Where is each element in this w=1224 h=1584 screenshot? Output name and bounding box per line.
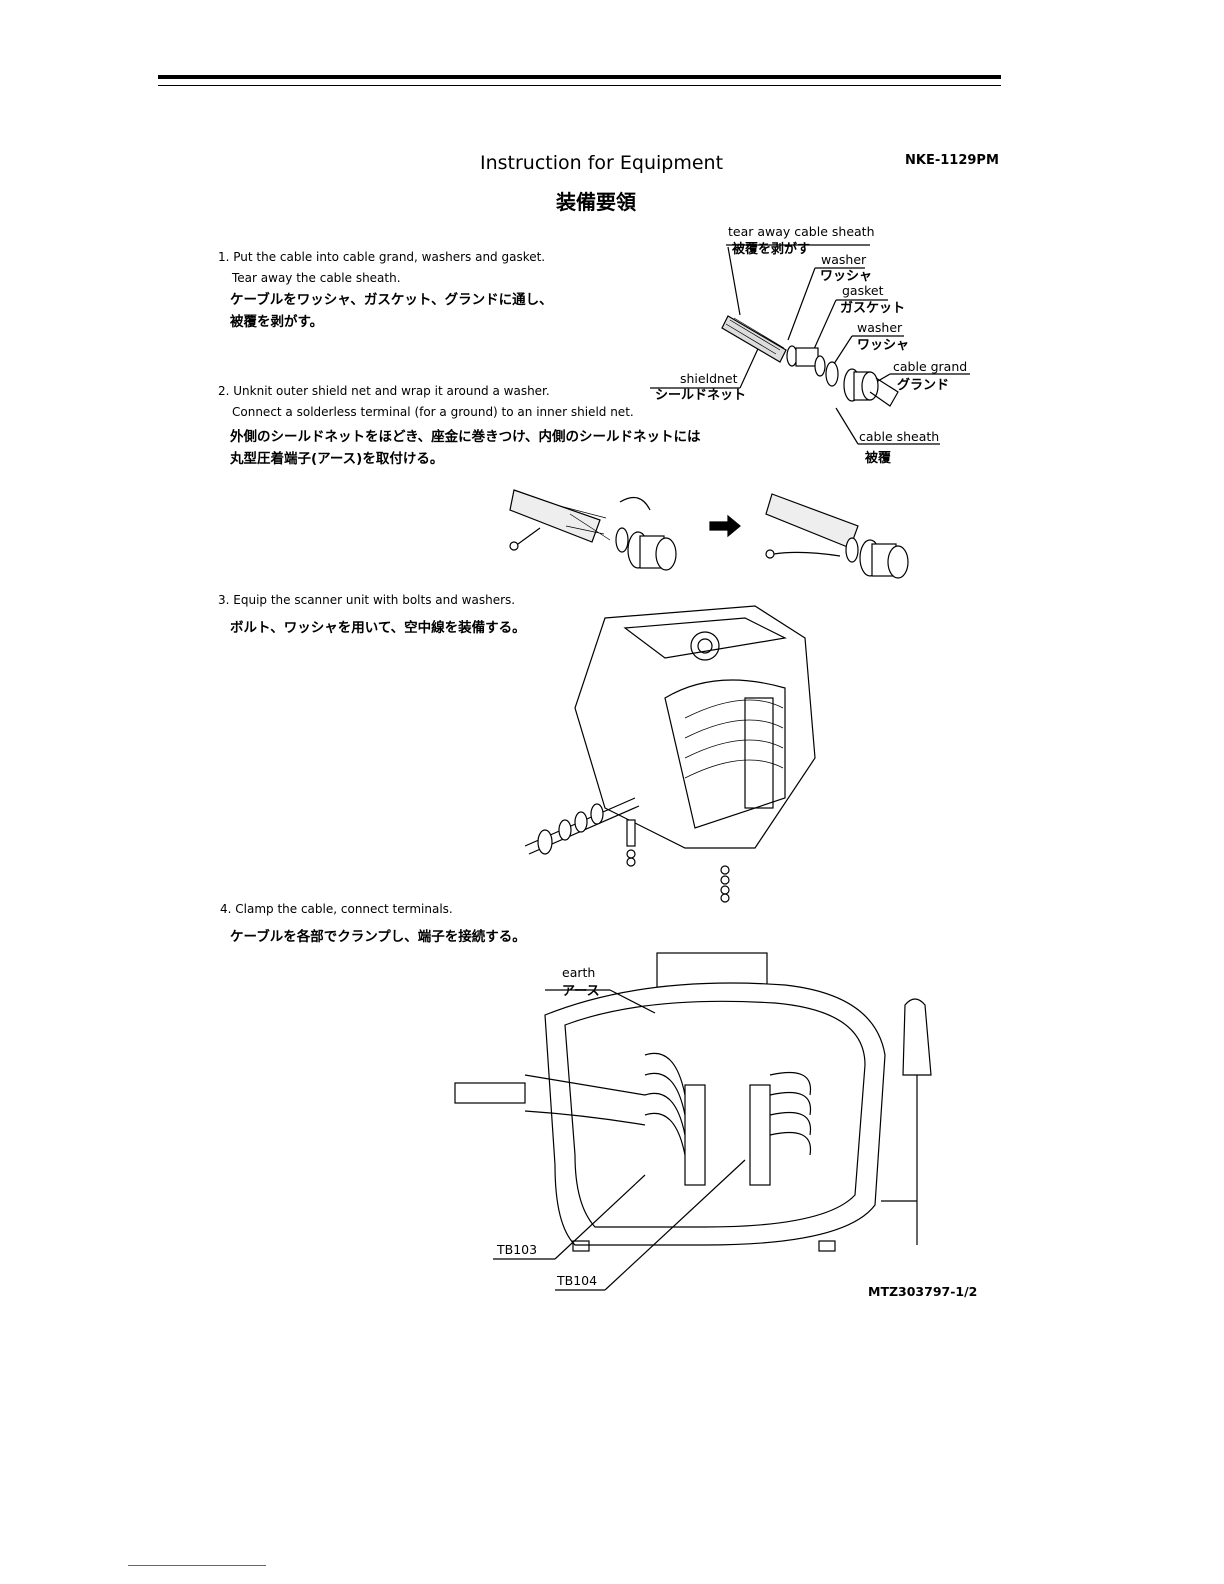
step-3-jp-1: ボルト、ワッシャを用いて、空中線を装備する。	[230, 620, 526, 636]
label-tear-away: tear away cable sheath	[728, 224, 875, 239]
header-rule-thick	[158, 75, 1001, 79]
figure-scanner-unit	[524, 605, 816, 903]
label-cable-sheath: cable sheath	[859, 429, 940, 444]
label-washer-1: washer	[821, 252, 867, 267]
step-3: 3. Equip the scanner unit with bolts and…	[218, 590, 526, 639]
step-4-line-1: 4. Clamp the cable, connect terminals.	[220, 902, 453, 916]
label-cable-grand: cable grand	[893, 359, 968, 374]
step-1: 1. Put the cable into cable grand, washe…	[218, 247, 553, 333]
page-title: Instruction for Equipment	[480, 152, 724, 174]
header-rule-thin	[158, 85, 1001, 86]
page-title-jp: 装備要領	[556, 190, 636, 214]
label-shieldnet: shieldnet	[680, 371, 738, 386]
step-4: 4. Clamp the cable, connect terminals. ケ…	[220, 899, 526, 948]
figure-terminal-blocks	[454, 952, 932, 1291]
label-washer-1-jp: ワッシャ	[820, 269, 873, 284]
label-washer-2: washer	[857, 320, 903, 335]
figure-shield-net	[509, 489, 909, 579]
label-earth-jp: アース	[562, 984, 600, 999]
step-2-line-1: 2. Unknit outer shield net and wrap it a…	[218, 384, 550, 398]
figure-cable-assembly	[650, 244, 970, 445]
label-gasket: gasket	[842, 283, 884, 298]
step-1-jp-1: ケーブルをワッシャ、ガスケット、グランドに通し、	[230, 292, 553, 308]
label-washer-2-jp: ワッシャ	[857, 338, 910, 353]
step-4-jp-1: ケーブルを各部でクランプし、端子を接続する。	[230, 929, 526, 945]
step-2-jp-1: 外側のシールドネットをほどき、座金に巻きつけ、内側のシールドネットには	[230, 429, 701, 445]
label-tear-away-jp: 被覆を剥がす	[732, 242, 811, 257]
label-cable-grand-jp: グランド	[897, 378, 950, 393]
label-tb104: TB104	[557, 1273, 598, 1288]
step-2: 2. Unknit outer shield net and wrap it a…	[218, 381, 700, 470]
label-tb103: TB103	[497, 1242, 538, 1257]
label-gasket-jp: ガスケット	[840, 301, 906, 316]
step-1-jp-2: 被覆を剥がす。	[230, 314, 324, 330]
label-shieldnet-jp: シールドネット	[655, 388, 747, 403]
step-2-jp-2: 丸型圧着端子(アース)を取付ける。	[230, 451, 444, 467]
label-cable-sheath-jp: 被覆	[865, 451, 892, 466]
document-number: NKE-1129PM	[905, 153, 999, 168]
step-2-line-2: Connect a solderless terminal (for a gro…	[232, 405, 634, 419]
step-3-line-1: 3. Equip the scanner unit with bolts and…	[218, 593, 516, 607]
step-1-line-2: Tear away the cable sheath.	[232, 271, 401, 285]
footer-link-rule[interactable]	[128, 1565, 266, 1566]
step-1-line-1: 1. Put the cable into cable grand, washe…	[218, 250, 546, 264]
drawing-number: MTZ303797-1/2	[868, 1284, 978, 1299]
label-earth: earth	[562, 965, 596, 980]
